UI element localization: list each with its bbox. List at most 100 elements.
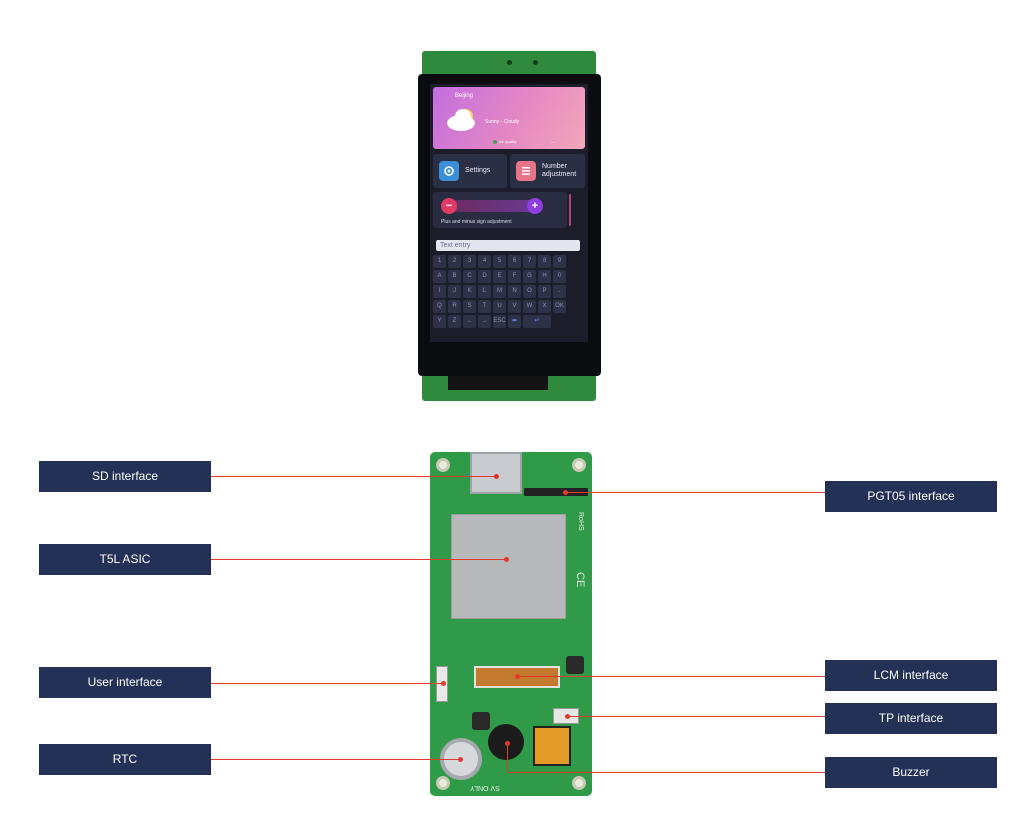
text-entry-input[interactable]: Text entry xyxy=(436,240,580,251)
buzzer-leader-dot xyxy=(505,741,510,746)
user-interface-label: User interface xyxy=(39,667,211,698)
pgt05-leader-dot xyxy=(563,490,568,495)
backspace-key[interactable]: ⬅ xyxy=(508,315,521,328)
key[interactable]: D xyxy=(478,270,491,283)
air-quality-dot xyxy=(493,140,497,144)
key[interactable]: Y xyxy=(433,315,446,328)
key[interactable]: → xyxy=(478,315,491,328)
settings-gear-icon xyxy=(439,161,459,181)
vertical-slider[interactable] xyxy=(569,194,571,226)
key[interactable]: L xyxy=(478,285,491,298)
key[interactable]: C xyxy=(463,270,476,283)
t5l-leader-dot xyxy=(504,557,509,562)
key[interactable]: . xyxy=(553,285,566,298)
key[interactable]: S xyxy=(463,300,476,313)
key[interactable]: T xyxy=(478,300,491,313)
rtc-leader-dot xyxy=(458,757,463,762)
key[interactable]: H xyxy=(538,270,551,283)
key[interactable]: A xyxy=(433,270,446,283)
key[interactable]: O xyxy=(523,285,536,298)
buzzer-leader-vertical xyxy=(507,744,508,772)
key[interactable]: 1 xyxy=(433,255,446,268)
t5l-asic-chip xyxy=(451,514,566,619)
key[interactable]: 0 xyxy=(553,270,566,283)
key[interactable]: N xyxy=(508,285,521,298)
key[interactable]: W xyxy=(523,300,536,313)
key[interactable]: 2 xyxy=(448,255,461,268)
key[interactable]: ← xyxy=(463,315,476,328)
sd-leader-dot xyxy=(494,474,499,479)
key[interactable]: K xyxy=(463,285,476,298)
key[interactable]: OK xyxy=(553,300,566,313)
key[interactable]: 6 xyxy=(508,255,521,268)
enter-key[interactable]: ↵ xyxy=(523,315,551,328)
key[interactable]: I xyxy=(433,285,446,298)
key[interactable]: P xyxy=(538,285,551,298)
key[interactable]: 7 xyxy=(523,255,536,268)
pgt05-interface-label: PGT05 interface xyxy=(825,481,997,512)
inductor xyxy=(566,656,584,674)
key[interactable]: J xyxy=(448,285,461,298)
number-adjustment-tile[interactable]: Number adjustment xyxy=(510,154,585,188)
air-quality-value: --- xyxy=(551,139,555,144)
sd-interface-label: SD interface xyxy=(39,461,211,492)
rohs-marking: RoHS xyxy=(577,512,584,531)
key[interactable]: 9 xyxy=(553,255,566,268)
rtc-label: RTC xyxy=(39,744,211,775)
display-screen: Beijing Sunny - Cloudy Air quality --- S… xyxy=(430,84,588,342)
key[interactable]: Q xyxy=(433,300,446,313)
key[interactable]: V xyxy=(508,300,521,313)
orange-component xyxy=(533,726,571,766)
mounting-hole xyxy=(572,776,586,790)
key[interactable]: M xyxy=(493,285,506,298)
lcm-leader-dot xyxy=(515,674,520,679)
key[interactable]: Z xyxy=(448,315,461,328)
weather-text: Sunny - Cloudy xyxy=(485,119,520,125)
pgt05-header xyxy=(524,488,588,496)
t5l-asic-label: T5L ASIC xyxy=(39,544,211,575)
key[interactable]: X xyxy=(538,300,551,313)
inductor xyxy=(472,712,490,730)
air-quality-label: Air quality xyxy=(499,139,517,144)
key[interactable]: G xyxy=(523,270,536,283)
cloud-icon-top xyxy=(455,109,471,123)
board-bottom-marking: SV ONLY xyxy=(470,784,500,791)
minus-button[interactable]: − xyxy=(441,198,457,214)
plus-button[interactable]: + xyxy=(527,198,543,214)
lcm-interface-label: LCM interface xyxy=(825,660,997,691)
key[interactable]: 5 xyxy=(493,255,506,268)
tp-leader-dot xyxy=(565,714,570,719)
on-screen-keyboard: 1 2 3 4 5 6 7 8 9 A B C D E F G H 0 I J … xyxy=(433,255,585,341)
mounting-hole xyxy=(533,60,538,65)
pgt05-leader-line xyxy=(566,492,825,493)
key[interactable]: ESC xyxy=(493,315,506,328)
buzzer-leader-line xyxy=(508,772,825,773)
lcm-leader-line xyxy=(518,676,825,677)
key[interactable]: B xyxy=(448,270,461,283)
settings-tile[interactable]: Settings xyxy=(433,154,507,188)
tp-interface-label: TP interface xyxy=(825,703,997,734)
mounting-hole xyxy=(507,60,512,65)
key[interactable]: F xyxy=(508,270,521,283)
mounting-hole xyxy=(436,776,450,790)
weather-card: Beijing Sunny - Cloudy Air quality --- xyxy=(433,87,585,149)
ce-marking: CE xyxy=(574,572,586,588)
list-icon xyxy=(516,161,536,181)
key[interactable]: E xyxy=(493,270,506,283)
plus-minus-caption: Plus and minus sign adjustment xyxy=(441,219,512,225)
user-leader-line xyxy=(211,683,443,684)
key[interactable]: R xyxy=(448,300,461,313)
mounting-hole xyxy=(572,458,586,472)
city-label: Beijing xyxy=(455,93,474,99)
key[interactable]: 4 xyxy=(478,255,491,268)
tp-leader-line xyxy=(568,716,825,717)
t5l-leader-line xyxy=(211,559,506,560)
key[interactable]: 3 xyxy=(463,255,476,268)
plus-minus-panel: − + Plus and minus sign adjustment xyxy=(433,192,567,228)
key[interactable]: 8 xyxy=(538,255,551,268)
mounting-hole xyxy=(436,458,450,472)
rtc-leader-line xyxy=(211,759,461,760)
settings-tile-label: Settings xyxy=(465,167,491,174)
key[interactable]: U xyxy=(493,300,506,313)
front-bottom-connector xyxy=(448,374,548,390)
